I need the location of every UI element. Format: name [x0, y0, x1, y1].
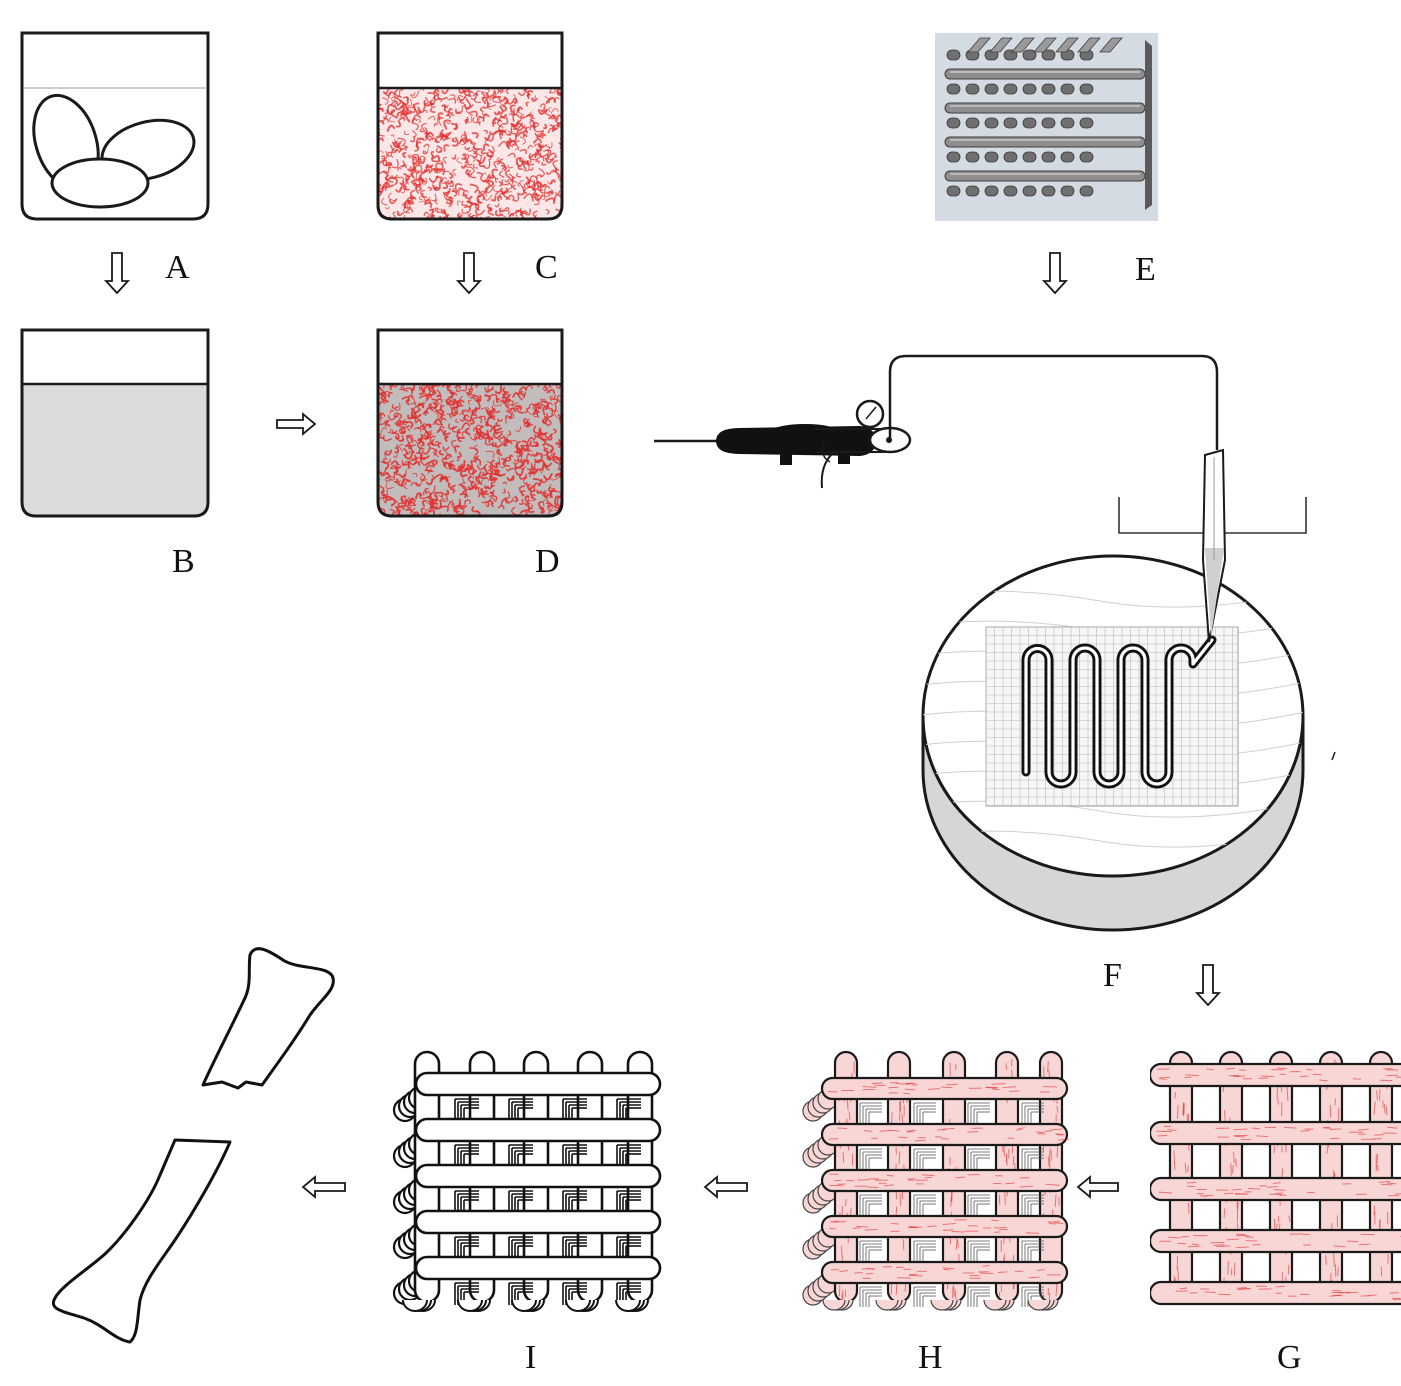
arrow-down-icon	[1194, 964, 1222, 1007]
beaker-c	[376, 31, 564, 221]
label-f: F	[1103, 957, 1122, 994]
cad-rods	[944, 37, 1152, 210]
process-arrows	[103, 252, 1222, 1199]
print-stage	[921, 448, 1336, 932]
cad-scaffold-model	[935, 33, 1158, 221]
arrow-left-icon	[703, 1175, 748, 1199]
arrow-right-icon	[276, 412, 317, 436]
arrow-down-icon	[1041, 252, 1069, 295]
label-c: C	[535, 249, 558, 286]
label-i: I	[525, 1339, 536, 1376]
label-e: E	[1135, 251, 1156, 288]
beaker-icon	[376, 328, 564, 518]
beaker-b	[20, 328, 210, 518]
label-h: H	[918, 1339, 943, 1376]
beaker-a	[20, 31, 210, 221]
bioink-mix	[378, 384, 562, 516]
scaffold-icon	[392, 1050, 662, 1312]
arrow-left-icon	[1076, 1175, 1119, 1199]
arrow-left-icon	[301, 1175, 346, 1199]
arrow-down-icon	[455, 252, 483, 295]
bone-fragment-lower	[51, 1138, 232, 1344]
label-g: G	[1277, 1339, 1302, 1376]
scaffold-g	[1150, 1050, 1401, 1306]
label-a: A	[165, 249, 190, 286]
scaffold-h	[802, 1050, 1069, 1311]
tablet-3	[50, 157, 150, 209]
label-b: B	[172, 543, 195, 580]
beaker-icon	[376, 31, 564, 221]
extruder-icon	[654, 354, 1219, 489]
label-d: D	[535, 543, 560, 580]
beaker-icon	[20, 328, 210, 518]
bone-fragment-upper	[201, 947, 335, 1090]
beaker-d	[376, 328, 564, 518]
arrow-down-icon	[103, 252, 131, 295]
cell-suspension	[378, 88, 562, 219]
bone-icon	[51, 947, 335, 1344]
